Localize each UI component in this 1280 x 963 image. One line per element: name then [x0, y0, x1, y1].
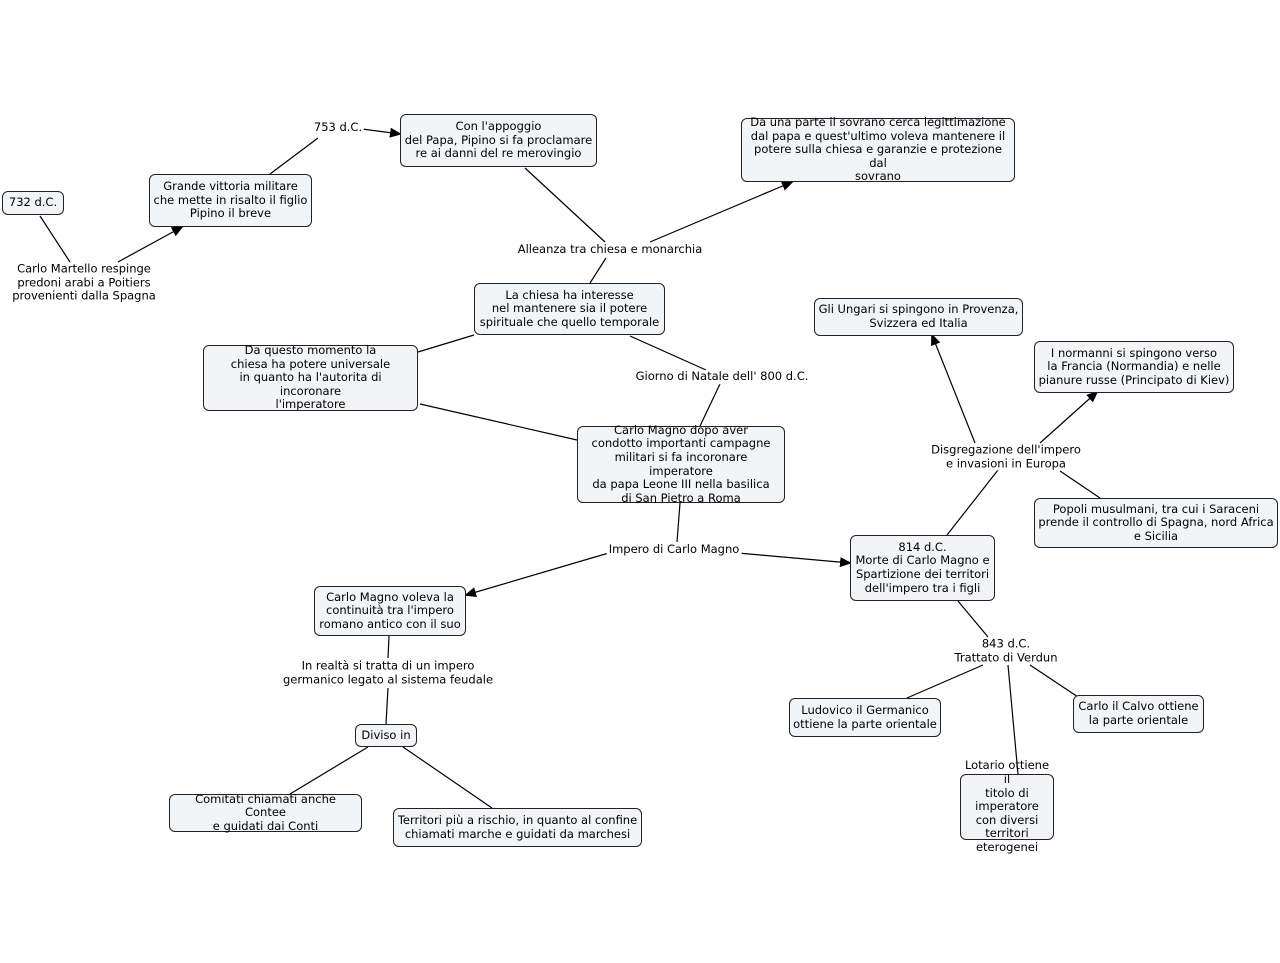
node-musulmani[interactable]: Popoli musulmani, tra cui i Saraceni pre… [1034, 498, 1278, 548]
node-diviso-in[interactable]: Diviso in [355, 724, 417, 747]
node-732[interactable]: 732 d.C. [2, 191, 64, 215]
node-chiesa-interesse[interactable]: La chiesa ha interesse nel mantenere sia… [474, 283, 665, 335]
label-natale[interactable]: Giorno di Natale dell' 800 d.C. [633, 369, 811, 384]
label-753[interactable]: 753 d.C. [311, 120, 365, 135]
label-verdun[interactable]: 843 d.C. Trattato di Verdun [952, 636, 1060, 665]
node-legittimazione[interactable]: Da una parte il sovrano cerca legittimaz… [741, 115, 1015, 183]
node-marche[interactable]: Territori più a rischio, in quanto al co… [393, 808, 642, 847]
node-normanni[interactable]: I normanni si spingono verso la Francia … [1034, 341, 1234, 393]
label-disgregazione[interactable]: Disgregazione dell'impero e invasioni in… [929, 442, 1083, 471]
label-alleanza[interactable]: Alleanza tra chiesa e monarchia [515, 242, 705, 257]
node-lotario[interactable]: Lotario ottiene il titolo di imperatore … [960, 759, 1054, 854]
node-incoronazione[interactable]: Carlo Magno dopo aver condotto important… [577, 423, 785, 504]
node-comitati[interactable]: Comitati chiamati anche Contee e guidati… [169, 792, 362, 833]
node-grande-vittoria[interactable]: Grande vittoria militare che mette in ri… [149, 174, 312, 227]
node-carlo-calvo[interactable]: Carlo il Calvo ottiene la parte oriental… [1073, 695, 1204, 733]
node-ungari[interactable]: Gli Ungari si spingono in Provenza, Sviz… [814, 298, 1023, 336]
node-appoggio-papa[interactable]: Con l'appoggio del Papa, Pipino si fa pr… [400, 114, 597, 167]
label-realta[interactable]: In realtà si tratta di un impero germani… [280, 658, 496, 687]
label-impero[interactable]: Impero di Carlo Magno [606, 542, 742, 557]
label-carlo-martello[interactable]: Carlo Martello respinge predoni arabi a … [10, 261, 158, 304]
node-morte-carlo[interactable]: 814 d.C. Morte di Carlo Magno e Spartizi… [850, 535, 995, 601]
node-continuita[interactable]: Carlo Magno voleva la continuità tra l'i… [314, 586, 466, 636]
node-ludovico[interactable]: Ludovico il Germanico ottiene la parte o… [789, 698, 941, 737]
node-potere-universale[interactable]: Da questo momento la chiesa ha potere un… [203, 343, 418, 411]
